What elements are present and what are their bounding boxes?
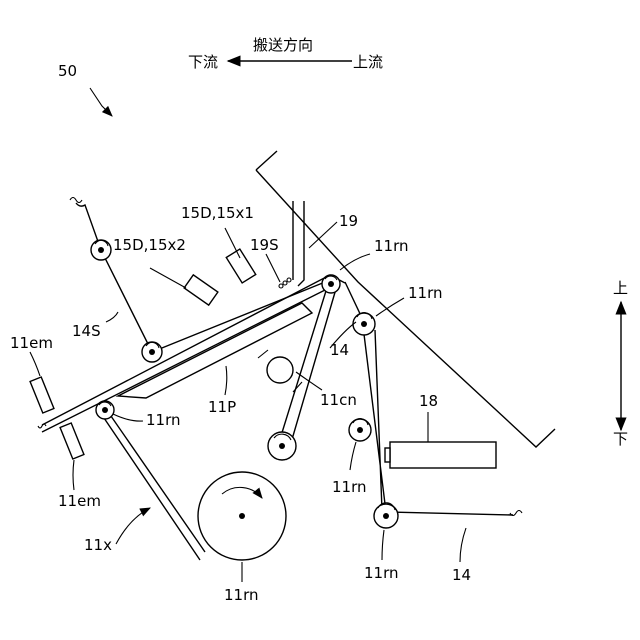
vertical-top-label: 上	[613, 279, 628, 297]
leader-11p	[225, 366, 227, 395]
label-em-top: 11em	[10, 334, 53, 352]
leader-rn-left	[113, 414, 143, 421]
label-11p: 11P	[208, 398, 236, 416]
printhead-15x2	[184, 275, 218, 305]
upstream-label: 上流	[353, 53, 383, 71]
figure-pointer-arrow	[90, 88, 112, 116]
label-11x: 11x	[84, 536, 112, 554]
direction-label: 搬送方向	[253, 36, 313, 54]
roller-left-belt	[96, 401, 114, 419]
leader-rn-low	[382, 530, 384, 560]
roller-cn	[258, 350, 302, 392]
conveyor-belt-lower	[42, 285, 335, 432]
housing-plate	[256, 151, 555, 447]
leader-rn-right	[376, 298, 404, 316]
label-18: 18	[419, 392, 438, 410]
label-rn-mid: 11rn	[332, 478, 367, 496]
roller-top-right	[322, 275, 340, 293]
leader-15x2	[150, 268, 186, 288]
leader-em-top	[30, 352, 40, 376]
label-em-bottom: 11em	[58, 492, 101, 510]
emitter-top	[30, 377, 54, 413]
label-14s: 14S	[72, 322, 101, 340]
label-rn-top: 11rn	[374, 237, 409, 255]
assembly-11x-arrow	[116, 508, 150, 544]
label-rn-low: 11rn	[364, 564, 399, 582]
sheet-14s-path	[76, 203, 330, 352]
printhead-15x1	[226, 249, 255, 283]
unit-19-bracket	[293, 201, 304, 286]
label-19: 19	[339, 212, 358, 230]
roller-right-low	[374, 503, 398, 528]
leader-14-bottom	[460, 528, 466, 562]
unit-18-box	[390, 442, 496, 468]
leader-11cn	[296, 372, 322, 390]
vertical-bottom-label: 下	[613, 430, 628, 448]
label-19s: 19S	[250, 236, 279, 254]
leader-14s	[106, 312, 118, 322]
leader-19s	[266, 254, 280, 282]
sheet-tail-wave	[70, 198, 82, 203]
label-rn-big: 11rn	[224, 586, 259, 604]
unit-18-connector	[385, 448, 390, 462]
label-rn-right: 11rn	[408, 284, 443, 302]
unit-19s-sensor	[279, 278, 291, 288]
roller-right-mid	[349, 419, 371, 441]
roller-big-drive	[198, 472, 286, 560]
label-rn-left: 11rn	[146, 411, 181, 429]
downstream-label: 下流	[188, 53, 218, 71]
emitter-bottom	[60, 423, 84, 459]
roller-right-14	[353, 313, 375, 335]
roller-14s-lower	[142, 342, 162, 362]
conveyor-belt-upper	[42, 275, 345, 425]
roller-top-left	[91, 240, 111, 260]
figure-number: 50	[58, 62, 77, 80]
leader-em-bottom	[73, 460, 74, 490]
label-14-mid: 14	[330, 341, 349, 359]
leader-rn-mid	[350, 442, 356, 470]
label-14-bottom: 14	[452, 566, 471, 584]
roller-mid-lower	[268, 432, 296, 460]
label-11cn: 11cn	[320, 391, 357, 409]
belt-14-tail-wave	[510, 511, 522, 516]
label-15x2: 15D,15x2	[113, 236, 186, 254]
label-15x1: 15D,15x1	[181, 204, 254, 222]
